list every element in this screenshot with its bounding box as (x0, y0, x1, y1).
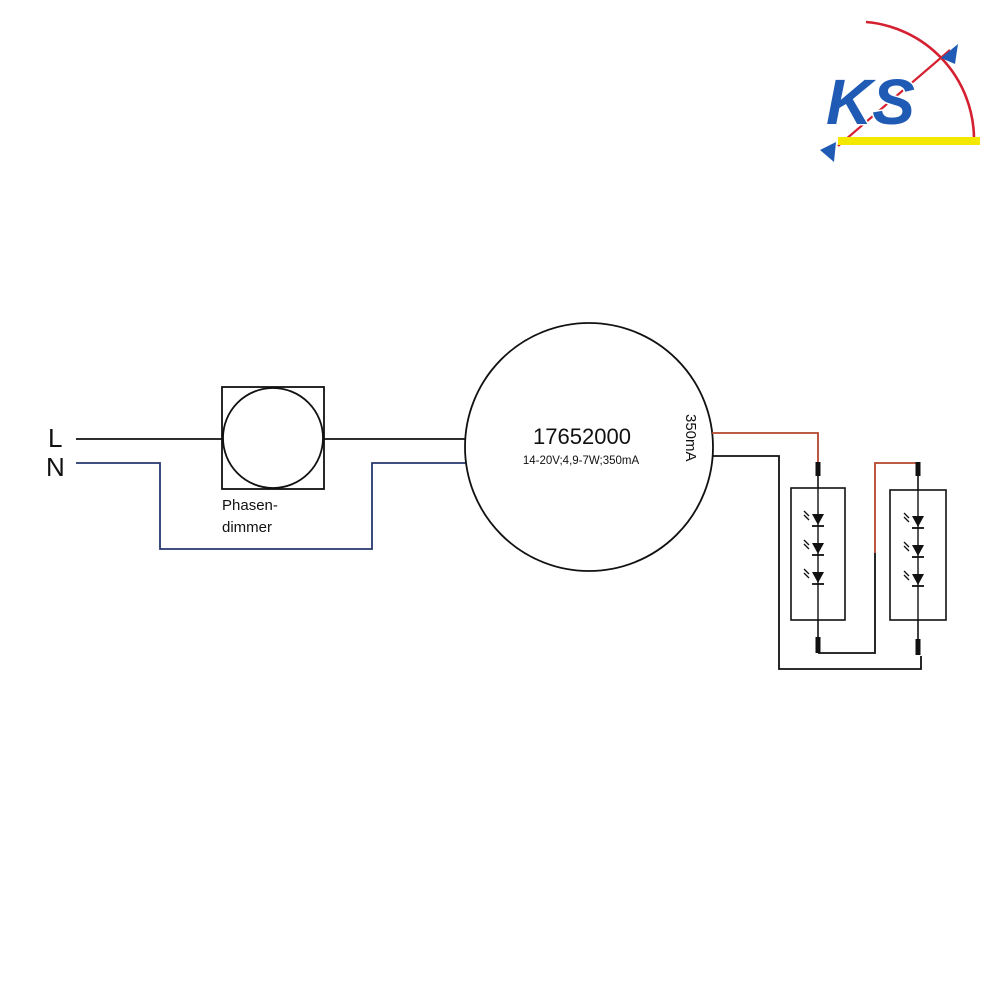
ks-logo: KS (820, 20, 980, 162)
led-ray-a-1 (903, 512, 910, 519)
n-wire (76, 462, 466, 550)
led-modules (790, 462, 947, 655)
led-ray-b-1 (903, 516, 910, 523)
led-diode-3 (812, 572, 824, 583)
logo-blue-triangle-bottom (820, 142, 836, 162)
led-ray-a-1 (803, 510, 810, 517)
led-module-2 (889, 462, 947, 655)
logo-yellow-bar (838, 137, 980, 145)
dimmer-knob (222, 387, 324, 489)
phase-dimmer (221, 386, 325, 490)
led-driver-circle (464, 322, 714, 572)
logo-blue-triangle-top (941, 44, 958, 64)
logo-text: KS (826, 66, 915, 138)
link-red-wire (874, 462, 918, 553)
led-diode-3 (912, 574, 924, 585)
logo-red-arc (865, 20, 976, 139)
driver-output-label: 350mA (682, 414, 699, 462)
led-ray-a-2 (903, 541, 910, 548)
led-ray-b-2 (803, 543, 810, 550)
driver-spec-text: 14-20V;4,9-7W;350mA (523, 455, 640, 467)
led-module-1 (790, 462, 846, 653)
l-line-label: L (48, 423, 62, 453)
led-ray-b-3 (803, 572, 810, 579)
led-ray-a-3 (803, 568, 810, 575)
dimmer-label-line1: Phasen- (222, 497, 278, 514)
led-ray-b-3 (903, 574, 910, 581)
led-ray-b-2 (903, 545, 910, 552)
driver-model-number: 17652000 (533, 424, 631, 449)
dimmer-label-line2: dimmer (222, 519, 272, 536)
output-black-wire (712, 455, 922, 670)
output-red-wire (712, 432, 819, 462)
led-diode-2 (912, 545, 924, 556)
n-line-label: N (46, 452, 65, 482)
led-ray-a-3 (903, 570, 910, 577)
led-diode-2 (812, 543, 824, 554)
led-ray-b-1 (803, 514, 810, 521)
led-ray-a-2 (803, 539, 810, 546)
link-black-wire (818, 553, 876, 654)
led-diode-1 (912, 516, 924, 527)
led-diode-1 (812, 514, 824, 525)
logo-red-diagonal (837, 49, 951, 147)
